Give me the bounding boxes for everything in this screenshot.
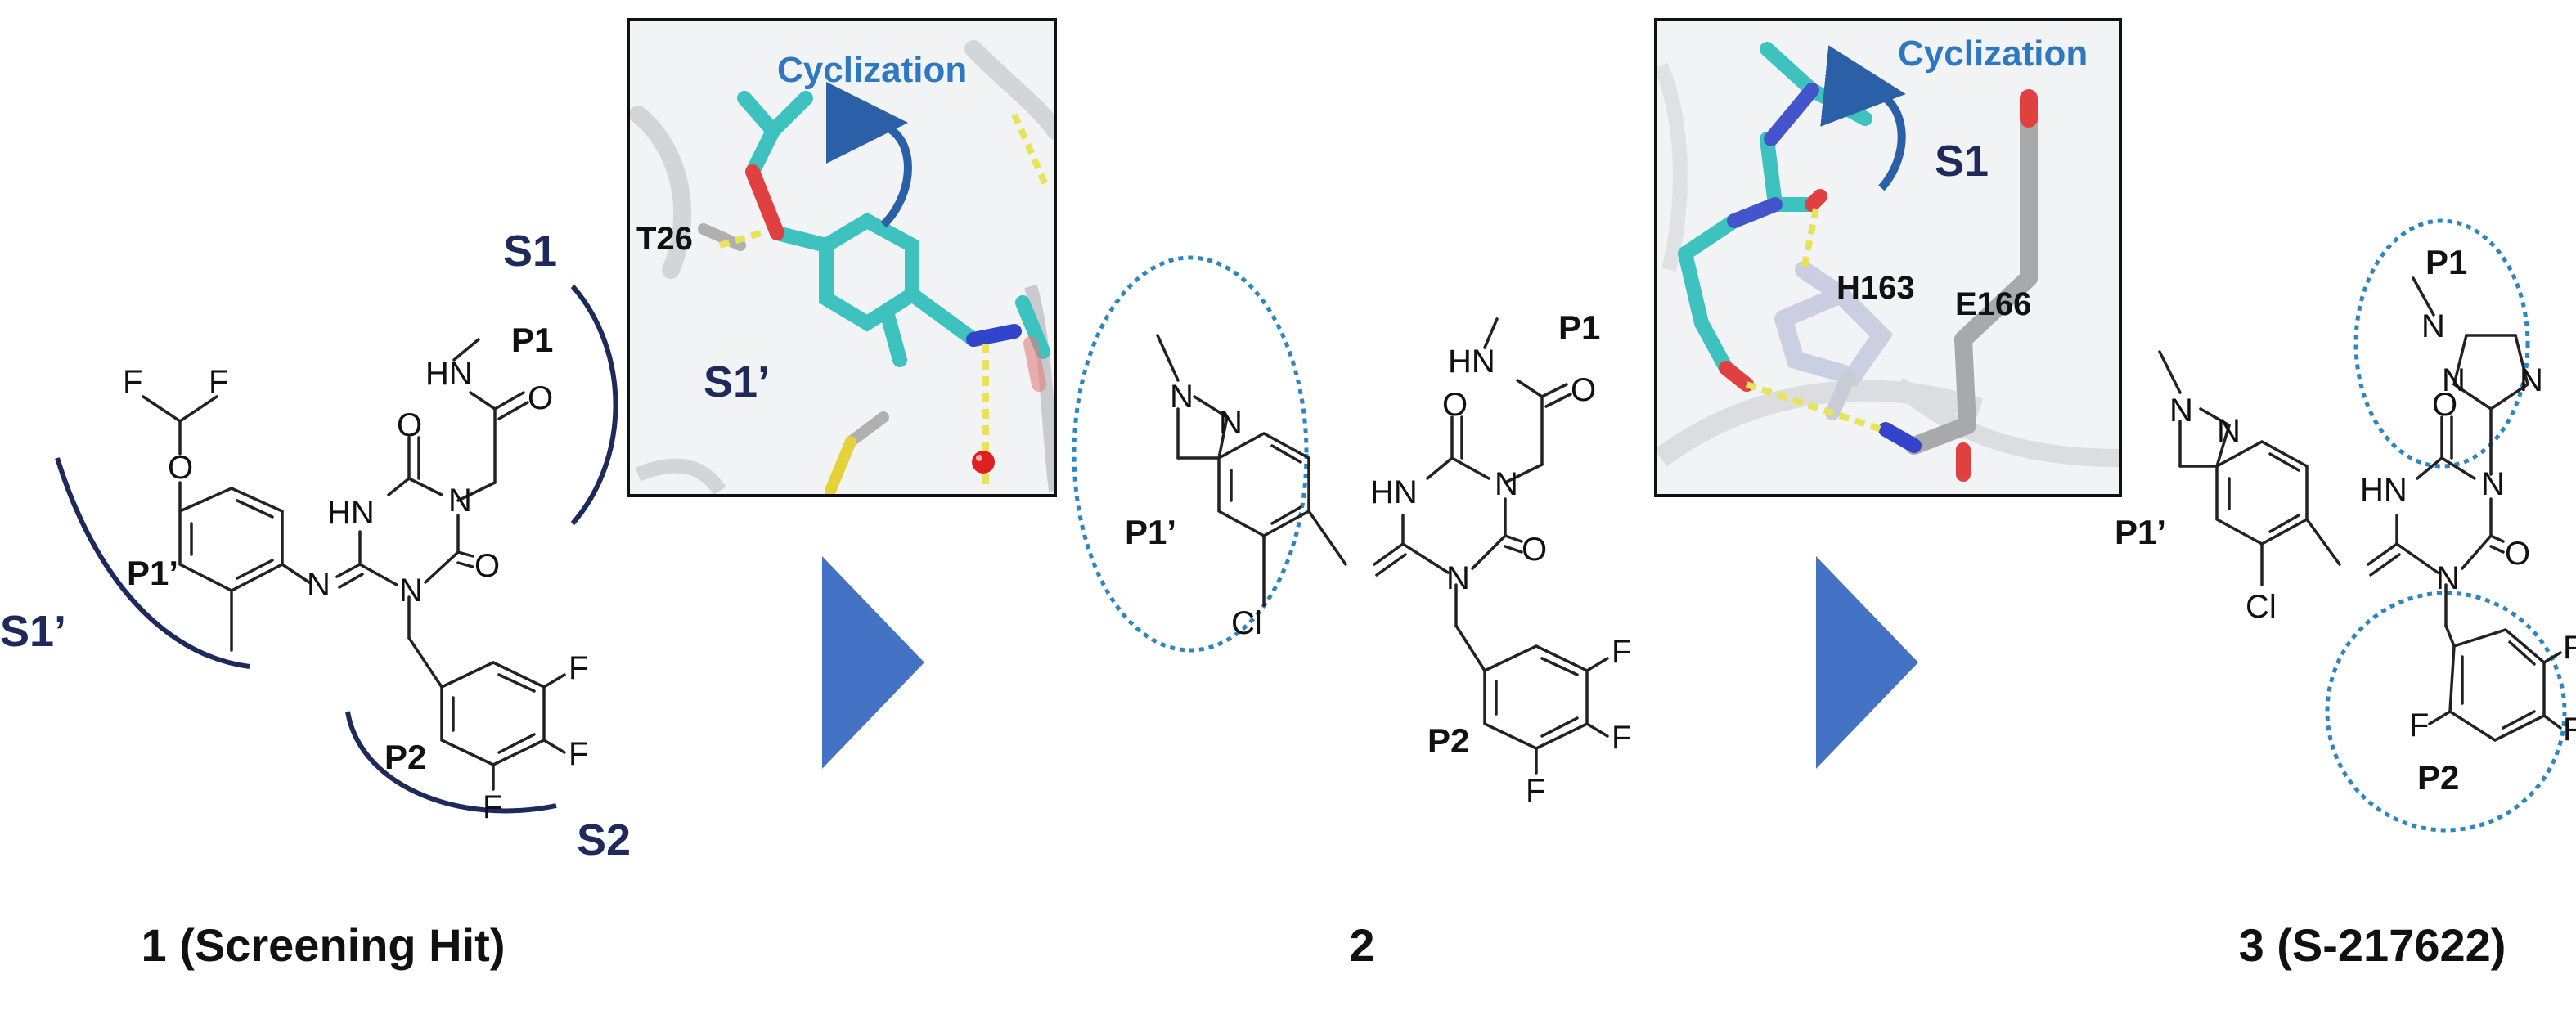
s1-site-label: S1 xyxy=(503,227,557,276)
atom-label: N xyxy=(2169,393,2193,429)
atom-label: F xyxy=(209,364,228,400)
residue-label: E166 xyxy=(1955,286,2031,322)
atom-label: F xyxy=(483,789,502,825)
atom-label: N xyxy=(1495,466,1518,502)
atom-label: F xyxy=(569,650,588,686)
p1prime-highlight-circle xyxy=(1072,255,1309,653)
p1prime-label: P1’ xyxy=(1125,513,1176,551)
p2-label: P2 xyxy=(384,738,426,776)
atom-label: N xyxy=(1446,560,1470,596)
atom-label: HN xyxy=(327,495,375,531)
s1prime-curve xyxy=(55,457,250,669)
curved-arrow-icon xyxy=(825,81,912,228)
p1prime-label: P1’ xyxy=(2115,513,2166,551)
atom-label: F xyxy=(2563,630,2576,666)
cyclization-label: Cyclization xyxy=(777,50,967,90)
atom-label: N xyxy=(2481,466,2505,502)
atom-label: HN xyxy=(1370,474,1418,510)
p2-highlight-circle xyxy=(2325,591,2567,833)
p1-label: P1 xyxy=(1558,308,1600,347)
atom-label: N xyxy=(307,567,330,603)
compound-3-structure: N N N N N O HN N N O Cl F F F P1 P1’ P2 xyxy=(2115,218,2576,833)
atom-label: N xyxy=(2421,308,2445,344)
atom-label: F xyxy=(2409,707,2429,743)
p2-label: P2 xyxy=(2417,758,2459,797)
atom-label: F xyxy=(2563,712,2576,748)
atom-label: HN xyxy=(425,356,473,392)
atom-label: O xyxy=(1522,532,1547,568)
inset-2-protein-view: Cyclization S1 H163 E166 xyxy=(1654,18,2122,497)
reaction-arrow-icon xyxy=(822,556,924,769)
atom-label: HN xyxy=(2360,472,2407,508)
atom-label: F xyxy=(1612,634,1631,670)
atom-label: F xyxy=(1526,773,1545,809)
residue-label: H163 xyxy=(1836,270,1915,306)
compound-2-caption: 2 xyxy=(1349,919,1374,971)
atom-label: O xyxy=(528,380,553,416)
curved-arrow-icon xyxy=(1820,45,1906,191)
inset-1-protein-view: Cyclization T26 S1’ xyxy=(627,18,1057,497)
atom-label: N xyxy=(2436,560,2460,596)
s1-site-label: S1 xyxy=(1935,137,1989,186)
compound-3-caption: 3 (S-217622) xyxy=(2239,919,2506,971)
atom-label: HN xyxy=(1448,344,1495,380)
p1-label: P1 xyxy=(511,321,553,359)
atom-label: N xyxy=(1170,379,1194,415)
residue-label: T26 xyxy=(636,221,693,257)
atom-label: F xyxy=(1612,720,1631,756)
atom-label: O xyxy=(474,548,500,584)
p1prime-label: P1’ xyxy=(127,554,178,592)
s1prime-site-label: S1’ xyxy=(0,607,66,656)
atom-label: N xyxy=(2520,362,2543,398)
compound-1-caption: 1 (Screening Hit) xyxy=(142,919,506,971)
atom-label: O xyxy=(168,450,193,486)
atom-label: F xyxy=(569,736,588,772)
atom-label: O xyxy=(1442,387,1468,423)
atom-label: F xyxy=(123,364,142,400)
atom-label: N xyxy=(2217,413,2241,449)
cyclization-label: Cyclization xyxy=(1898,34,2088,74)
p1-highlight-circle xyxy=(2353,218,2530,469)
compound-2-structure: N N HN O HN O N N O Cl F F F P1 P1’ P2 xyxy=(1072,255,1631,809)
reaction-arrow-icon xyxy=(1816,556,1918,769)
s1-curve xyxy=(570,285,618,525)
s1prime-site-label: S1’ xyxy=(704,357,770,406)
atom-label: Cl xyxy=(1231,605,1262,641)
atom-label: O xyxy=(2505,536,2530,572)
atom-label: N xyxy=(1219,405,1243,441)
atom-label: O xyxy=(397,407,422,443)
atom-label: N xyxy=(448,483,472,519)
atom-label: N xyxy=(399,573,423,609)
s2-site-label: S2 xyxy=(577,815,631,865)
atom-label: O xyxy=(1571,372,1596,408)
atom-label: Cl xyxy=(2246,589,2277,625)
p1-label: P1 xyxy=(2425,243,2467,281)
s2-curve xyxy=(345,711,557,814)
atom-label: N xyxy=(2442,362,2466,398)
atom-label: O xyxy=(2432,387,2457,423)
p2-label: P2 xyxy=(1427,721,1469,760)
compound-1-structure: F F O HN O HN O N N O N F F F P1 P1’ P2 … xyxy=(0,227,631,865)
